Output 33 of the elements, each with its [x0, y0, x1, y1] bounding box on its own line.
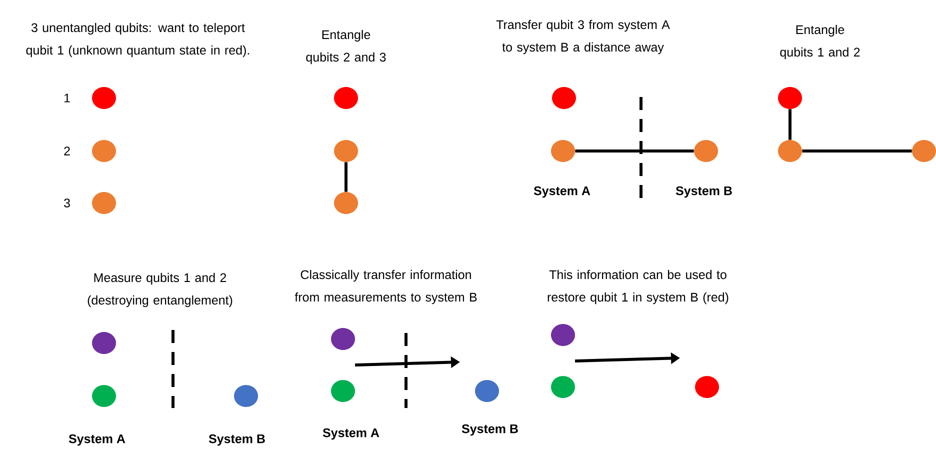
qubit-dot: [234, 385, 258, 407]
entanglement-line: [575, 150, 694, 152]
system-label: System B: [208, 434, 265, 446]
qubit-dot: [778, 140, 802, 162]
qubit-dot: [92, 140, 116, 162]
entanglement-line: [344, 162, 348, 192]
qubit-dot: [912, 140, 936, 162]
qubit-number: 2: [64, 146, 70, 156]
qubit-number: 3: [64, 198, 70, 208]
qubit-dot: [331, 328, 355, 350]
qubit-dot: [92, 385, 116, 407]
step-caption: This information can be used to restore qubit 1 in system B (red): [548, 270, 728, 304]
qubit-dot: [331, 380, 355, 402]
system-label: System A: [322, 428, 380, 440]
qubit-dot: [92, 192, 116, 214]
qubit-number: 1: [64, 94, 70, 102]
entanglement-line: [788, 109, 792, 140]
qubit-dot: [334, 192, 358, 214]
system-label: System A: [68, 434, 126, 446]
qubit-dot: [334, 140, 358, 162]
qubit-dot: [695, 376, 719, 398]
qubit-dot: [551, 140, 575, 162]
qubit-dot: [551, 324, 575, 346]
system-label: System B: [462, 424, 518, 436]
qubit-dot: [92, 332, 116, 354]
qubit-dot: [552, 87, 576, 109]
qubit-dot: [778, 87, 802, 109]
qubit-dot: [475, 380, 499, 402]
qubit-dot: [92, 87, 116, 109]
qubit-dot: [334, 87, 358, 109]
qubit-dot: [694, 140, 718, 162]
qubit-dot: [551, 376, 575, 398]
entanglement-line: [802, 150, 912, 152]
